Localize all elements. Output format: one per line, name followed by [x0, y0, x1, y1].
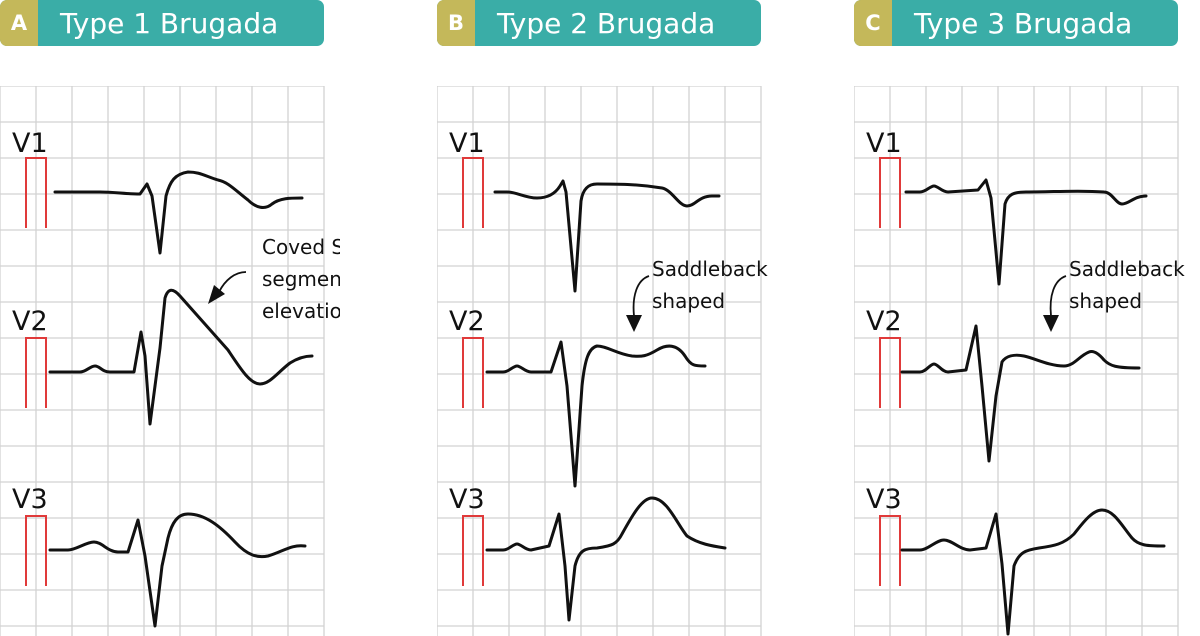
- ecg-strip: V1 V2 V3 Saddleback shaped: [437, 86, 768, 636]
- annotation-arrow-head: [626, 315, 642, 332]
- lead-label-v1: V1: [12, 128, 48, 159]
- annotation-arrow-head: [1043, 315, 1059, 332]
- lead-label-v1: V1: [449, 128, 485, 159]
- lead-label-v3: V3: [866, 484, 902, 515]
- lead-label-v2: V2: [12, 306, 48, 337]
- ecg-strip: V1 V2 V3 Coved ST segment elevation: [0, 86, 340, 636]
- panel-header: C Type 3 Brugada: [854, 0, 1178, 46]
- annotation-line-1: Saddleback: [1069, 257, 1185, 281]
- ecg-trace-v3: [900, 508, 1166, 636]
- annotation-line-1: Coved ST: [262, 235, 340, 259]
- ecg-grid: [437, 86, 762, 636]
- panel-letter-badge: C: [854, 0, 892, 46]
- panel-type-2: B Type 2 Brugada V1 V2 V3 Saddleback sha…: [437, 0, 777, 636]
- panel-type-1: A Type 1 Brugada V1 V2 V3 Coved ST segme…: [0, 0, 340, 636]
- calibration-pulse-v2: [25, 337, 47, 408]
- ecg-trace-v1: [493, 179, 721, 293]
- calibration-pulse-v3: [879, 515, 901, 586]
- ecg-trace-v1: [53, 170, 304, 255]
- ecg-trace-v3: [48, 512, 307, 628]
- ecg-trace-v1: [904, 178, 1148, 286]
- annotation-arrow-curve: [632, 275, 650, 317]
- annotation-line-2: shaped: [1069, 289, 1142, 313]
- annotation-line-2: shaped: [652, 289, 725, 313]
- calibration-pulse-v1: [25, 157, 47, 228]
- ecg-trace-v2: [900, 324, 1141, 463]
- lead-label-v2: V2: [449, 306, 485, 337]
- panel-letter-badge: B: [437, 0, 475, 46]
- lead-label-v3: V3: [12, 484, 48, 515]
- panel-type-3: C Type 3 Brugada V1 V2 V3 Saddleback sha…: [854, 0, 1194, 636]
- panel-title: Type 2 Brugada: [497, 7, 716, 40]
- panel-header: A Type 1 Brugada: [0, 0, 324, 46]
- lead-label-v3: V3: [449, 484, 485, 515]
- calibration-pulse-v2: [879, 337, 901, 408]
- panel-title: Type 3 Brugada: [914, 7, 1133, 40]
- panel-title: Type 1 Brugada: [60, 7, 279, 40]
- annotation-line-2: segment: [262, 267, 340, 291]
- ecg-trace-v3: [485, 496, 727, 622]
- panel-letter-badge: A: [0, 0, 38, 46]
- calibration-pulse-v1: [462, 157, 484, 228]
- annotation-line-3: elevation: [262, 299, 340, 323]
- ecg-trace-v2: [48, 288, 314, 426]
- annotation-arrow-head: [208, 285, 225, 304]
- ecg-grid: [854, 86, 1179, 636]
- ecg-strip: V1 V2 V3 Saddleback shaped: [854, 86, 1185, 636]
- lead-label-v1: V1: [866, 128, 902, 159]
- annotation-line-1: Saddleback: [652, 257, 768, 281]
- calibration-pulse-v1: [879, 157, 901, 228]
- annotation-arrow-curve: [1049, 275, 1067, 317]
- calibration-pulse-v2: [462, 337, 484, 408]
- annotation-arrow-curve: [218, 271, 247, 293]
- calibration-pulse-v3: [25, 515, 47, 586]
- calibration-pulse-v3: [462, 515, 484, 586]
- ecg-trace-v2: [485, 340, 707, 488]
- lead-label-v2: V2: [866, 306, 902, 337]
- panel-header: B Type 2 Brugada: [437, 0, 761, 46]
